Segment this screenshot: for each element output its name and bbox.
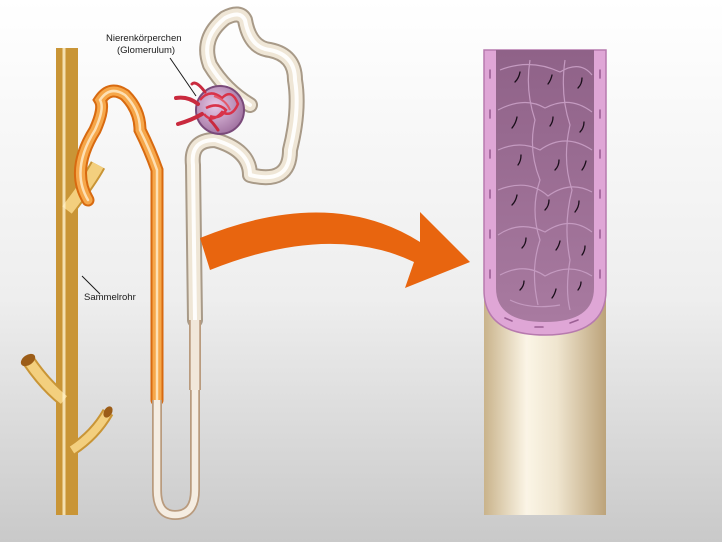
glomerulus-label-line2: (Glomerulum) <box>117 45 175 56</box>
glomerulus-label-line1: Nierenkörperchen <box>106 33 182 44</box>
tubule-cross-section <box>484 50 606 515</box>
collecting-duct-label-text: Sammelrohr <box>84 292 136 303</box>
